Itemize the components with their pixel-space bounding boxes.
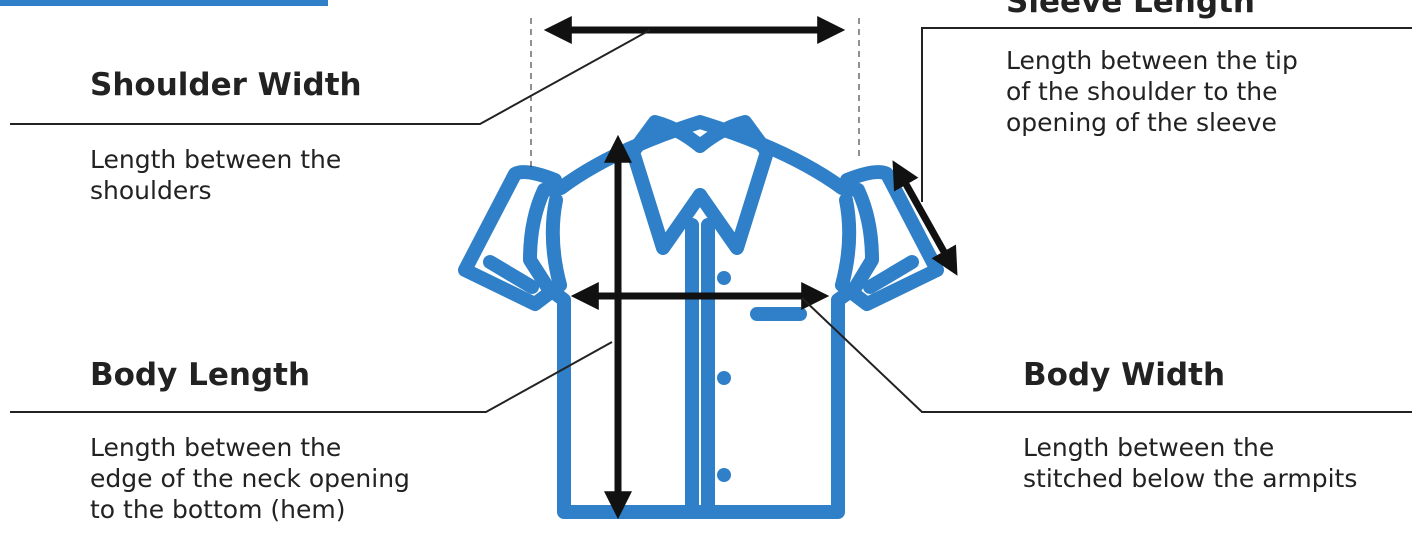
body-length-leader-line xyxy=(10,341,613,413)
shirt-body-outline xyxy=(523,115,879,519)
button-2 xyxy=(717,371,731,385)
sleeve-length-title: Sleeve Length xyxy=(1006,0,1255,20)
left-sleeve-outline xyxy=(458,165,567,311)
sleeve-length-arrow xyxy=(892,160,958,276)
body-length-description: Length between the edge of the neck open… xyxy=(90,433,410,524)
button-1 xyxy=(717,271,731,285)
right-sleeve-outline xyxy=(835,165,944,311)
body-length-title: Body Length xyxy=(90,357,311,393)
collar-right-outline xyxy=(693,115,774,255)
shoulder-width-title: Shoulder Width xyxy=(90,67,362,103)
sleeve-leader-line xyxy=(921,27,1412,202)
body-width-title: Body Width xyxy=(1023,357,1226,393)
top-accent-bar xyxy=(0,0,328,6)
collar-left-outline xyxy=(626,115,707,255)
button-3 xyxy=(717,468,731,482)
shirt-icon xyxy=(458,115,944,519)
body-width-leader-line xyxy=(801,297,1412,413)
shoulder-leader-line xyxy=(10,29,651,125)
measurement-arrows xyxy=(543,15,958,520)
leader-lines xyxy=(10,27,1412,413)
body-width-description: Length between the stitched below the ar… xyxy=(1023,433,1358,493)
shoulder-guides xyxy=(530,18,860,168)
sleeve-length-description: Length between the tip of the shoulder t… xyxy=(1006,46,1298,137)
left-cuff-line xyxy=(483,255,539,294)
shoulder-width-description: Length between the shoulders xyxy=(90,145,342,205)
